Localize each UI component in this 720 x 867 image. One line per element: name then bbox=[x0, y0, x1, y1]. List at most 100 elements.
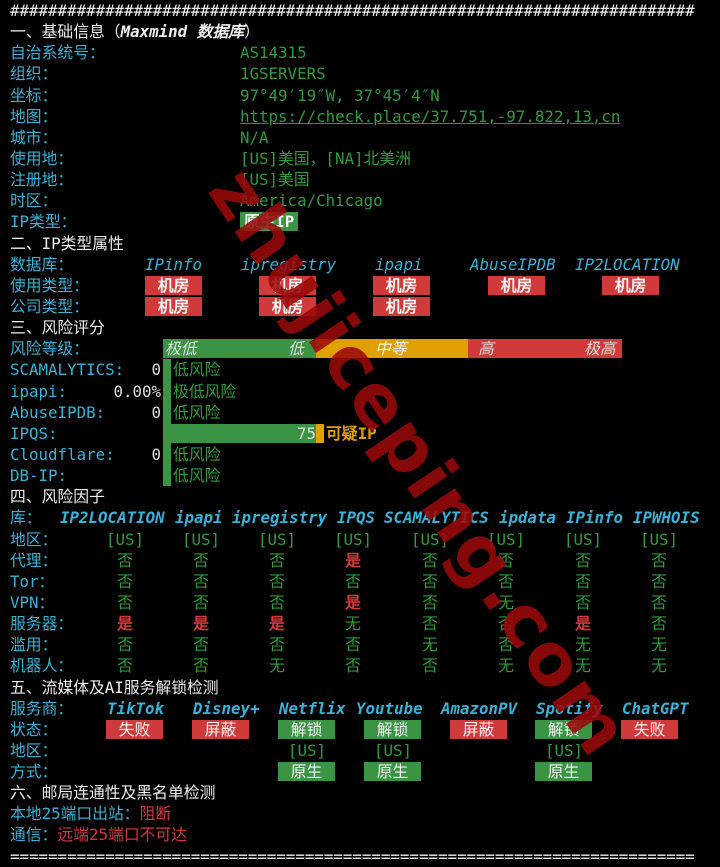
factor-value: 否 bbox=[498, 635, 514, 655]
usage-type-badge: 机房 bbox=[602, 275, 659, 295]
factor-label: 地区： bbox=[10, 529, 58, 549]
service-name: ChatGPT bbox=[622, 698, 689, 718]
factor-value: 无 bbox=[575, 656, 591, 676]
factor-value: 否 bbox=[345, 656, 361, 676]
company-type-badge: 机房 bbox=[259, 296, 316, 316]
db-label: 数据库： bbox=[10, 254, 74, 274]
factor-value: 否 bbox=[498, 550, 514, 570]
factor-value: 否 bbox=[117, 656, 133, 676]
factor-row: 滥用：否否否否无否无无 bbox=[0, 634, 720, 655]
usage-type-badge: 机房 bbox=[373, 275, 430, 295]
factor-value: [US] bbox=[333, 529, 373, 549]
factor-value: [US] bbox=[486, 529, 526, 549]
org-label: 组织： bbox=[10, 64, 58, 84]
factor-value: 否 bbox=[117, 571, 133, 591]
service-name: Netflix bbox=[279, 698, 346, 718]
timezone-value: America/Chicago bbox=[240, 191, 383, 211]
factor-value: 否 bbox=[193, 592, 209, 612]
factor-value: 是 bbox=[117, 614, 133, 634]
factor-value: 无 bbox=[498, 656, 514, 676]
score-row: DB-IP:低风险 bbox=[0, 465, 720, 487]
comm-label-text: 通信： bbox=[10, 825, 58, 845]
factor-value: 否 bbox=[498, 571, 514, 591]
status-label: 状态： bbox=[10, 719, 58, 739]
factor-value: 否 bbox=[193, 656, 209, 676]
factor-value: [US] bbox=[257, 529, 297, 549]
factor-value: 否 bbox=[269, 592, 285, 612]
service-status-badge: 屏蔽 bbox=[450, 719, 507, 739]
score-label: ipapi: bbox=[10, 381, 68, 401]
company-type-badge: 机房 bbox=[145, 296, 202, 316]
factor-value: 否 bbox=[422, 592, 438, 612]
factor-value: 否 bbox=[651, 571, 667, 591]
factor-value: [US] bbox=[639, 529, 679, 549]
service-region: [US] bbox=[373, 740, 413, 760]
factor-value: 否 bbox=[651, 614, 667, 634]
factor-source-name: IPQS bbox=[337, 508, 376, 528]
score-value: 0 bbox=[151, 444, 161, 464]
title-text: 一、基础信息（ bbox=[10, 22, 121, 42]
score-axis-line bbox=[163, 465, 171, 487]
service-region: [US] bbox=[544, 740, 584, 760]
title-suffix: ） bbox=[244, 22, 260, 42]
risk-band-low bbox=[163, 339, 316, 359]
score-value: 0.00% bbox=[113, 381, 161, 401]
usage-type-label: 使用类型： bbox=[10, 275, 89, 295]
db-name: IPinfo bbox=[145, 254, 203, 274]
factor-value: 否 bbox=[422, 571, 438, 591]
factor-value: 否 bbox=[269, 571, 285, 591]
factor-row: Tor：否否否否否否否否 bbox=[0, 571, 720, 592]
factor-value: 否 bbox=[345, 571, 361, 591]
service-method-badge: 原生 bbox=[364, 762, 421, 782]
section-ip-attr-title: 二、IP类型属性 bbox=[10, 233, 124, 253]
service-name: Spotify bbox=[536, 698, 603, 718]
score-axis-line bbox=[163, 380, 171, 402]
factor-label: VPN： bbox=[10, 592, 55, 612]
lib-label: 库： bbox=[10, 508, 42, 528]
score-label: AbuseIPDB: bbox=[10, 402, 106, 422]
factor-value: 否 bbox=[345, 635, 361, 655]
ip-type-label: IP类型： bbox=[10, 212, 77, 232]
factor-source-name: ipdata bbox=[499, 508, 557, 528]
score-value: 75 bbox=[296, 423, 316, 443]
usage-type-badge: 机房 bbox=[488, 275, 545, 295]
city-label: 城市： bbox=[10, 127, 58, 147]
score-bar bbox=[163, 423, 316, 443]
factor-source-name: IP2LOCATION bbox=[60, 508, 165, 528]
db-name: ipregistry bbox=[241, 254, 337, 274]
score-axis-line bbox=[163, 359, 171, 381]
factor-source-name: ipapi bbox=[175, 508, 223, 528]
factor-value: [US] bbox=[410, 529, 450, 549]
risk-level-high: 高 bbox=[478, 339, 494, 359]
usage-type-badge: 机房 bbox=[259, 275, 316, 295]
usage-type-badge: 机房 bbox=[145, 275, 202, 295]
factor-row: 机器人：否否无否否无无无 bbox=[0, 655, 720, 676]
score-row: ipapi:0.00%极低风险 bbox=[0, 380, 720, 402]
factor-value: 否 bbox=[117, 592, 133, 612]
company-type-badge: 机房 bbox=[373, 296, 430, 316]
port25-value: 阻断 bbox=[139, 804, 172, 824]
risk-level-low: 低 bbox=[288, 339, 304, 359]
risk-band-high bbox=[468, 339, 622, 359]
map-link[interactable]: https://check.place/37.751,-97.822,13,cn bbox=[240, 106, 621, 126]
score-label: SCAMALYTICS: bbox=[10, 360, 125, 380]
usage-place-value: [US]美国，[NA]北美洲 bbox=[240, 148, 411, 168]
factor-value: 否 bbox=[498, 614, 514, 634]
score-label: DB-IP: bbox=[10, 466, 68, 486]
factor-value: 否 bbox=[193, 635, 209, 655]
separator-top: ########################################… bbox=[10, 1, 695, 20]
factor-value: 无 bbox=[269, 656, 285, 676]
factor-value: 否 bbox=[575, 550, 591, 570]
factor-value: 是 bbox=[345, 550, 361, 570]
factor-value: 是 bbox=[345, 592, 361, 612]
factor-row: 地区：[US][US][US][US][US][US][US][US] bbox=[0, 529, 720, 550]
score-verdict: 可疑IP bbox=[326, 423, 377, 443]
factor-source-name: SCAMALYTICS bbox=[384, 508, 489, 528]
service-name: TikTok bbox=[107, 698, 165, 718]
map-label: 地图： bbox=[10, 106, 58, 126]
factor-row: VPN：否否否是否无否否 bbox=[0, 592, 720, 613]
service-status-badge: 解锁 bbox=[364, 719, 421, 739]
usage-place-label: 使用地： bbox=[10, 148, 74, 168]
